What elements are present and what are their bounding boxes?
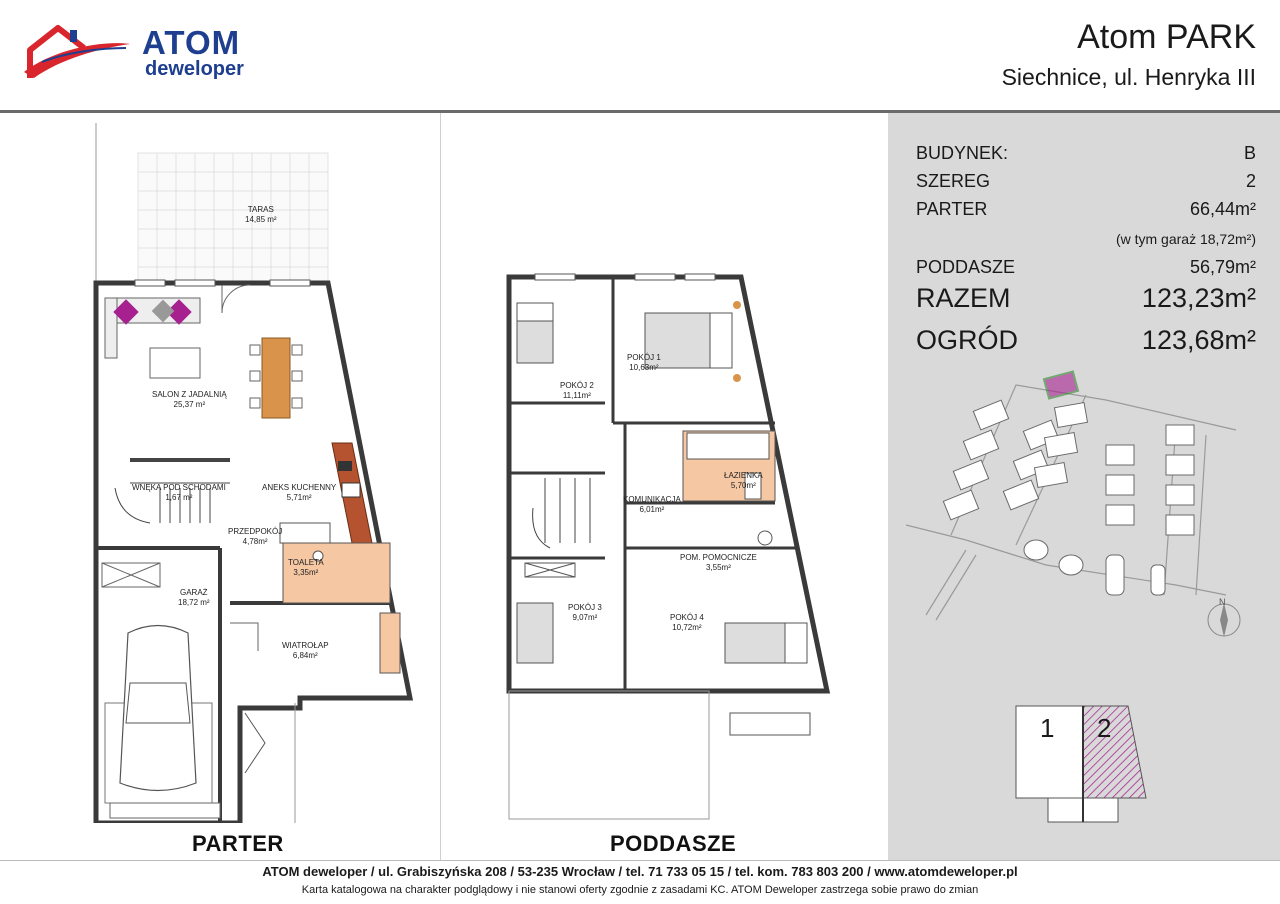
header-divider	[0, 110, 1280, 113]
house-logo-icon	[24, 25, 130, 78]
header: ATOM deweloper Atom PARK Siechnice, ul. …	[0, 0, 1280, 112]
ground-floor-label: PARTER	[192, 831, 284, 856]
attic-floor-plan	[506, 273, 831, 820]
parter-note: (w tym garaż 18,72m²)	[1115, 231, 1256, 247]
compass-north: N	[1219, 597, 1226, 607]
footer-disclaimer: Karta katalogowa na charakter podglądowy…	[301, 884, 979, 896]
plan-divider	[440, 113, 441, 860]
brand-logo[interactable]: ATOM deweloper	[22, 22, 262, 92]
unit-1-label: 1	[1040, 713, 1055, 743]
site-plan-map	[906, 370, 1241, 637]
ground-floor-plan	[93, 123, 414, 823]
unit-2-label: 2	[1097, 713, 1112, 743]
attic-floor-label: PODDASZE	[610, 831, 737, 856]
row-budynek: BUDYNEK:B	[916, 143, 1256, 163]
footer-divider	[0, 860, 1280, 861]
project-address: Siechnice, ul. Henryka III	[1001, 64, 1256, 90]
unit-key-plan	[1015, 705, 1147, 823]
brand-name: ATOM	[142, 24, 241, 61]
footer-contact: ATOM deweloper / ul. Grabiszyńska 208 / …	[262, 864, 1018, 879]
project-title: Atom PARK	[1077, 18, 1256, 56]
brand-sub: deweloper	[145, 58, 244, 80]
